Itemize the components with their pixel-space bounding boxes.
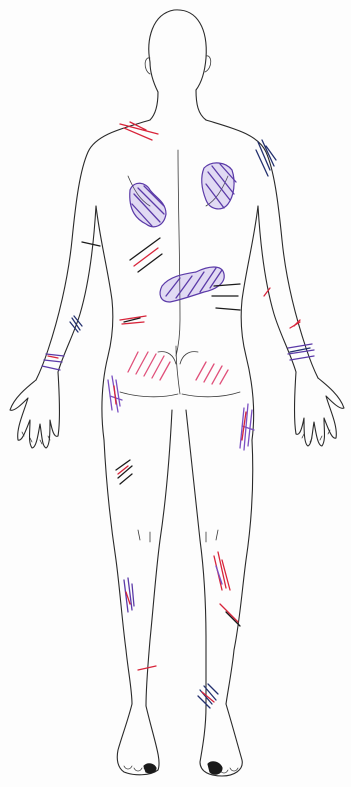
left-gluteal-fold [120,392,178,397]
marking-left-knee [116,460,132,484]
marking-lower-back [160,267,224,302]
marking-right-shoulder [256,140,276,176]
marking-left-flank-red [134,248,158,266]
right-leg-outer [226,440,253,704]
marking-right-shin [220,604,238,622]
left-leg-inner [146,410,172,706]
hips-outline [102,356,108,440]
marking-left-wrist-red [48,356,58,358]
spine-line [176,150,180,356]
marking-right-shin-dark [226,612,240,626]
torso-left [96,206,113,356]
pain-markings [42,122,314,774]
left-arm-inner [58,206,96,372]
neck-left [150,92,158,120]
head-left-side [150,62,158,92]
left-shoulder-arm-outer [36,120,150,380]
right-knee-detail [206,530,218,542]
marking-right-ankle [198,684,218,708]
marking-left-shoulder-top [120,122,158,140]
marking-right-buttock [196,362,228,384]
left-leg-outer [104,440,132,704]
marking-left-ankle [138,666,156,670]
body-outline [10,10,344,776]
marking-left-toes [144,764,156,773]
left-knee-detail [138,530,150,542]
buttock-curves [158,352,198,364]
marking-left-calf [124,578,134,612]
marking-left-elbow [70,316,82,332]
left-hand [10,372,60,448]
marking-left-flank-strokes [82,238,162,272]
marking-left-buttock [128,352,170,380]
marking-right-ankle-red [202,692,214,702]
right-hand [295,372,345,446]
marking-right-toes [208,762,222,774]
head-outline [149,10,206,90]
right-leg-inner [186,410,206,706]
right-gluteal-fold [182,392,240,397]
torso-right [241,206,258,356]
neck-right [196,90,206,120]
